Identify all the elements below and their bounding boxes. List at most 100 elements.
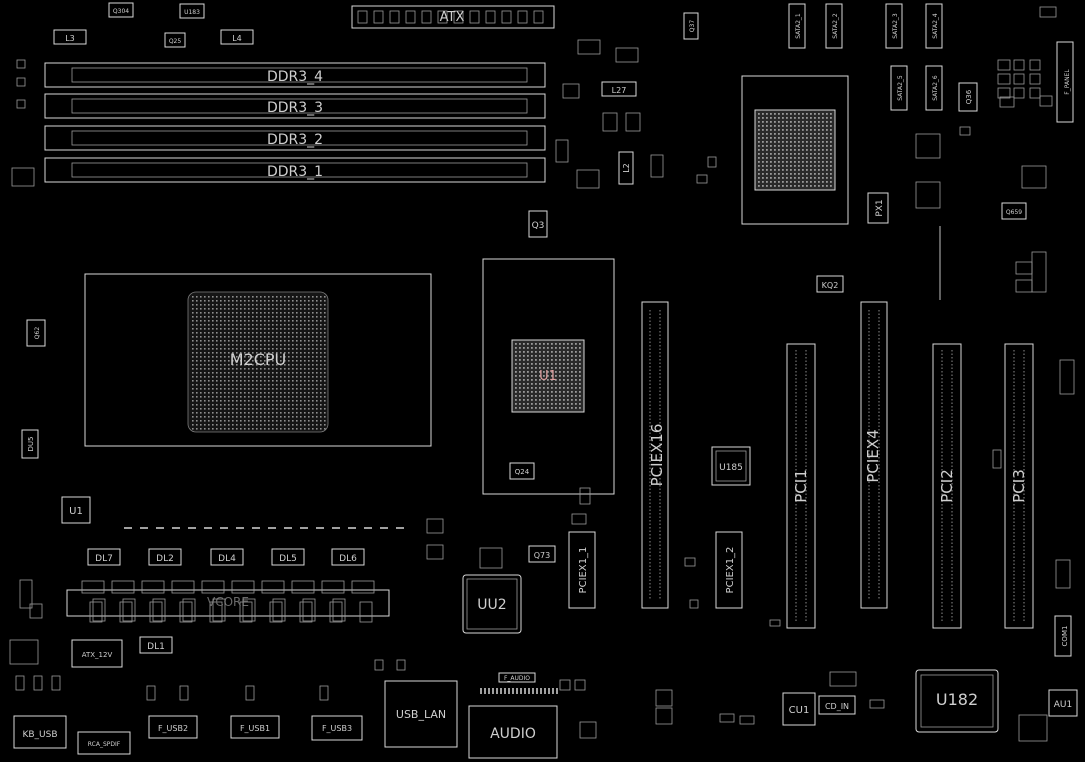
sata-6: SATA2_6 [925, 65, 943, 111]
usb-lan-label: USB_LAN [396, 708, 446, 721]
pci1-slot: PCI1 [786, 343, 816, 629]
pciex1-1-slot: PCIEX1_1 [568, 531, 596, 609]
dl4-led: DL4 [210, 548, 244, 566]
pciex16-slot: PCIEX16 [641, 301, 669, 609]
l3-part: L3 [53, 29, 87, 45]
cpu-socket-label: M2CPU [230, 350, 287, 369]
q25-label: Q25 [169, 38, 182, 45]
atx-connector: ATX [351, 5, 555, 29]
rca-spdif-label: RCA_SPDIF [88, 741, 121, 748]
pciex1-1-label: PCIEX1_1 [578, 547, 589, 594]
atx-12v-label: ATX_12V [82, 651, 113, 659]
com1-label: COM1 [1061, 626, 1069, 647]
com1-header: COM1 [1054, 615, 1072, 657]
q37-part: Q37 [683, 12, 699, 40]
ddr-slot-3-label: DDR3_3 [267, 100, 323, 116]
u185-chip: U185 [711, 446, 751, 486]
cu1-chip: CU1 [782, 692, 816, 726]
atx-pins [357, 10, 544, 24]
misc-component-footprints [9, 6, 1075, 742]
q62-part: Q62 [26, 319, 46, 347]
q24-label: Q24 [515, 468, 530, 476]
dl6-label: DL6 [339, 554, 357, 564]
dl5-led: DL5 [271, 548, 305, 566]
dl2-led: DL2 [148, 548, 182, 566]
px1-label: PX1 [875, 199, 885, 216]
southbridge-area [741, 75, 849, 225]
uu2-chip: UU2 [462, 574, 522, 634]
u182-chip: U182 [915, 669, 999, 733]
q3-label: Q3 [532, 221, 545, 231]
uu2-label: UU2 [477, 597, 506, 613]
cd-in-header: CD_IN [818, 695, 856, 715]
du5-part: DU5 [21, 429, 39, 459]
usb-lan-connector: USB_LAN [384, 680, 458, 748]
pci3-slot: PCI3 [1004, 343, 1034, 629]
cpu-pin-grid [192, 296, 326, 430]
pci2-label: PCI2 [938, 469, 956, 503]
q24-part: Q24 [509, 462, 535, 480]
u1-label: U1 [69, 506, 83, 517]
q304-part: Q304 [108, 2, 134, 18]
f-usb2-header: F_USB2 [148, 715, 198, 739]
dl1-led: DL1 [139, 636, 173, 654]
audio-label: AUDIO [490, 726, 536, 742]
q73-part: Q73 [528, 545, 556, 563]
svg-text:SATA2_6: SATA2_6 [932, 75, 939, 101]
u1-chip: U1 [61, 496, 91, 524]
vcore-strip: VCORE [66, 580, 390, 623]
sata-4: SATA2_4 [925, 3, 943, 49]
dl5-label: DL5 [279, 554, 297, 564]
q37-label: Q37 [689, 20, 696, 33]
u183-label: U183 [184, 9, 200, 16]
l2-label: L2 [622, 163, 631, 173]
f-audio-label: F_AUDIO [504, 675, 530, 682]
l4-label: L4 [232, 34, 242, 43]
kq2-label: KQ2 [822, 281, 839, 290]
l3-label: L3 [65, 34, 75, 43]
f-panel-label: F_PANEL [1064, 69, 1071, 95]
f-usb3-label: F_USB3 [322, 724, 352, 733]
au1-chip: AU1 [1048, 689, 1078, 717]
ddr-slot-4: DDR3_4 [44, 62, 546, 88]
svg-text:SATA2_4: SATA2_4 [932, 13, 939, 39]
cd-in-label: CD_IN [825, 702, 849, 711]
svg-text:U1: U1 [539, 369, 557, 384]
ddr-slot-1: DDR3_1 [44, 157, 546, 183]
q25-part: Q25 [164, 32, 186, 48]
pci3-label: PCI3 [1010, 469, 1028, 503]
kb-usb-label: KB_USB [22, 730, 57, 740]
u183-part: U183 [179, 3, 205, 19]
px1-part: PX1 [867, 192, 889, 224]
pciex1-2-label: PCIEX1_2 [725, 547, 736, 594]
dl1-label: DL1 [147, 642, 165, 652]
q304-label: Q304 [113, 8, 129, 15]
q73-label: Q73 [534, 551, 550, 560]
dl7-led: DL7 [87, 548, 121, 566]
f-audio-header: F_AUDIO [498, 672, 536, 683]
pciex16-label: PCIEX16 [648, 424, 666, 487]
ddr-slot-1-label: DDR3_1 [267, 164, 323, 180]
dl7-label: DL7 [95, 554, 113, 564]
pciex4-label: PCIEX4 [864, 429, 882, 482]
u182-label: U182 [936, 690, 978, 709]
q659-part: Q659 [1001, 202, 1027, 220]
sata-1: SATA2_1 [788, 3, 806, 49]
ddr-slot-3: DDR3_3 [44, 93, 546, 119]
vcore-label: VCORE [207, 595, 249, 609]
atx-label: ATX [440, 10, 465, 25]
cu1-label: CU1 [789, 705, 810, 716]
au1-label: AU1 [1054, 700, 1072, 710]
atx-12v-connector: ATX_12V [71, 639, 123, 668]
cpu-socket: M2CPU [84, 273, 432, 447]
pciex4-slot: PCIEX4 [860, 301, 888, 609]
pci2-slot: PCI2 [932, 343, 962, 629]
dl4-label: DL4 [218, 554, 236, 564]
sata-2: SATA2_2 [825, 3, 843, 49]
southbridge-pin-grid [758, 113, 832, 187]
q36-label: Q36 [965, 89, 973, 104]
pciex1-2-slot: PCIEX1_2 [715, 531, 743, 609]
svg-text:SATA2_2: SATA2_2 [832, 13, 839, 39]
svg-text:SATA2_1: SATA2_1 [795, 13, 802, 39]
